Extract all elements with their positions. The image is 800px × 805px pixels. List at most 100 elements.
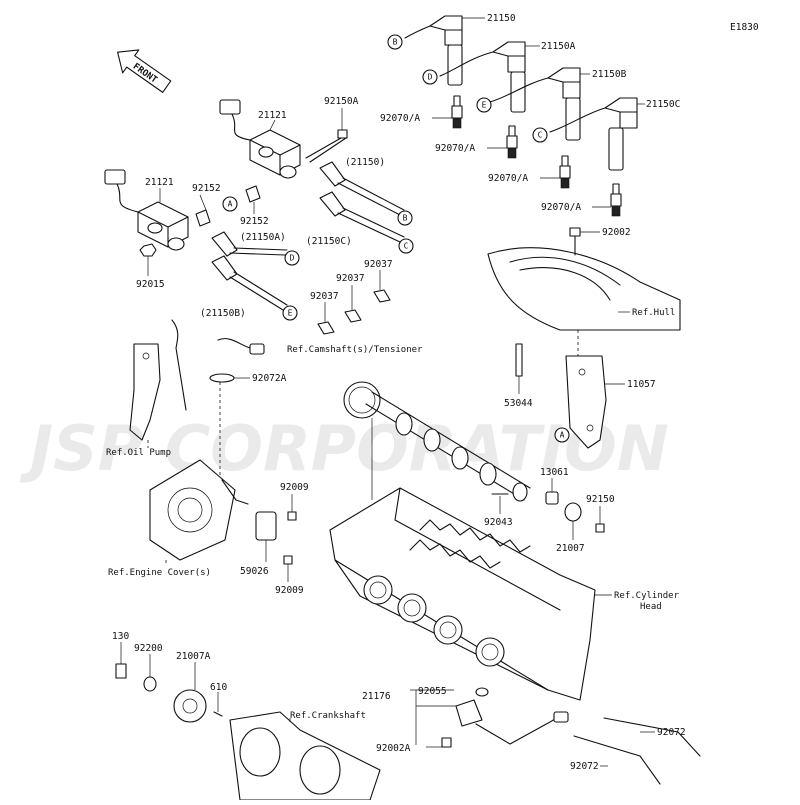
stick-coil-21150A (439, 41, 540, 113)
label-92200: 92200 (134, 643, 163, 654)
ignition-coil-left (104, 169, 189, 251)
clamp-92037-2 (344, 285, 362, 323)
ignition-coil-top (219, 99, 301, 179)
plug-cap-21150B-ref (211, 255, 288, 311)
connector-A-upper-label: A (228, 200, 233, 209)
ref-cylinder-head-2: Head (640, 602, 662, 612)
connector-A-upper (222, 196, 238, 212)
plug-cap-21150C-ref (319, 191, 405, 243)
collar-92152-2 (245, 185, 261, 214)
clamp-92037-3 (317, 302, 335, 335)
engine-cover (149, 459, 236, 565)
clamp-92037-1 (373, 270, 391, 303)
label-610: 610 (210, 682, 227, 693)
ref-camshaft: Ref.Camshaft(s)/Tensioner (287, 345, 423, 355)
sensor-21176 (410, 687, 569, 745)
watermark: JSP CORPORATION (19, 412, 669, 485)
connector-A-bracket-label: A (560, 431, 565, 440)
connector-E-top (476, 97, 492, 113)
label-21150A: 21150A (541, 41, 576, 52)
rod-53044 (515, 343, 523, 394)
bolt-92150A (305, 108, 348, 163)
label-92070A-3: 92070/A (488, 173, 528, 184)
label-92009-1: 92009 (280, 482, 309, 493)
ref-engine-cover: Ref.Engine Cover(s) (108, 568, 211, 578)
label-92055: 92055 (418, 686, 447, 697)
spark-plug-4 (592, 183, 622, 217)
stick-coil-21150 (404, 15, 485, 86)
label-21007: 21007 (556, 543, 585, 554)
connector-B-top-label: B (393, 38, 398, 47)
label-21121-top: 21121 (258, 110, 287, 121)
label-21150A-ref: (21150A) (240, 232, 286, 243)
connector-C-lower (398, 238, 414, 254)
connector-E-top-label: E (482, 101, 487, 110)
band-92072-1 (603, 717, 701, 757)
label-92002A: 92002A (376, 743, 411, 754)
key-610 (213, 692, 223, 717)
label-92072A: 92072A (252, 373, 287, 384)
label-59026: 59026 (240, 566, 269, 577)
camshaft (343, 381, 531, 502)
bolt-92002A (426, 737, 452, 748)
label-92043: 92043 (484, 517, 513, 528)
collar-92152-1 (195, 194, 211, 227)
label-92037-3: 92037 (310, 291, 339, 302)
label-92037-2: 92037 (336, 273, 365, 284)
label-13061: 13061 (540, 467, 569, 478)
front-arrow-icon: FRONT (117, 49, 172, 93)
label-21176: 21176 (362, 691, 391, 702)
label-92070A-2: 92070/A (435, 143, 475, 154)
sensor-harness (209, 338, 265, 478)
label-92009-2: 92009 (275, 585, 304, 596)
label-92070A-1: 92070/A (380, 113, 420, 124)
label-92150A: 92150A (324, 96, 359, 107)
ref-hull: Ref.Hull (632, 308, 675, 318)
bolt-92009-2 (283, 555, 293, 582)
bracket-11057 (565, 330, 625, 449)
connector-B-lower-label: B (403, 214, 408, 223)
oil-pump-bracket (129, 319, 187, 448)
label-92002-top: 92002 (602, 227, 631, 238)
pin-92043 (491, 493, 509, 514)
spark-plug-2 (487, 125, 518, 159)
connector-D-top-label: D (428, 73, 433, 82)
label-11057: 11057 (627, 379, 656, 390)
connector-B-lower (397, 210, 413, 226)
label-21150C: 21150C (646, 99, 680, 110)
cylinder-head (329, 487, 612, 701)
diagram-code: E1830 (730, 22, 759, 33)
sprocket-21007 (564, 502, 582, 540)
label-92037-1: 92037 (364, 259, 393, 270)
connector-B-top (387, 34, 403, 50)
washer-92200 (143, 654, 157, 692)
bolt-92150 (595, 506, 605, 533)
label-21150B-ref: (21150B) (200, 308, 246, 319)
label-92152-1: 92152 (192, 183, 221, 194)
label-53044: 53044 (504, 398, 533, 409)
label-130: 130 (112, 631, 129, 642)
label-21150B: 21150B (592, 69, 627, 80)
spark-plug-1 (432, 95, 463, 129)
ref-cylinder-head-1: Ref.Cylinder (614, 591, 680, 601)
ref-crankshaft: Ref.Crankshaft (290, 711, 366, 721)
connector-D-lower (284, 250, 300, 266)
label-21150: 21150 (487, 13, 516, 24)
plug-cap-21150A-ref (211, 231, 288, 257)
spark-plug-3 (540, 155, 571, 189)
connector-D-top (422, 69, 438, 85)
stick-coil-21150C (549, 97, 645, 171)
label-21007A: 21007A (176, 651, 211, 662)
sprocket-21007A (173, 662, 207, 723)
connector-E-lower (282, 305, 298, 321)
label-21150-ref: (21150) (345, 157, 385, 168)
label-92150: 92150 (586, 494, 615, 505)
bolt-92002 (569, 227, 600, 256)
connector-A-bracket (554, 427, 570, 443)
bolt-130 (115, 642, 127, 679)
connector-C-top-label: C (538, 131, 543, 140)
label-21121-left: 21121 (145, 177, 174, 188)
label-21150C-ref: (21150C) (306, 236, 352, 247)
crankshaft (229, 711, 381, 801)
